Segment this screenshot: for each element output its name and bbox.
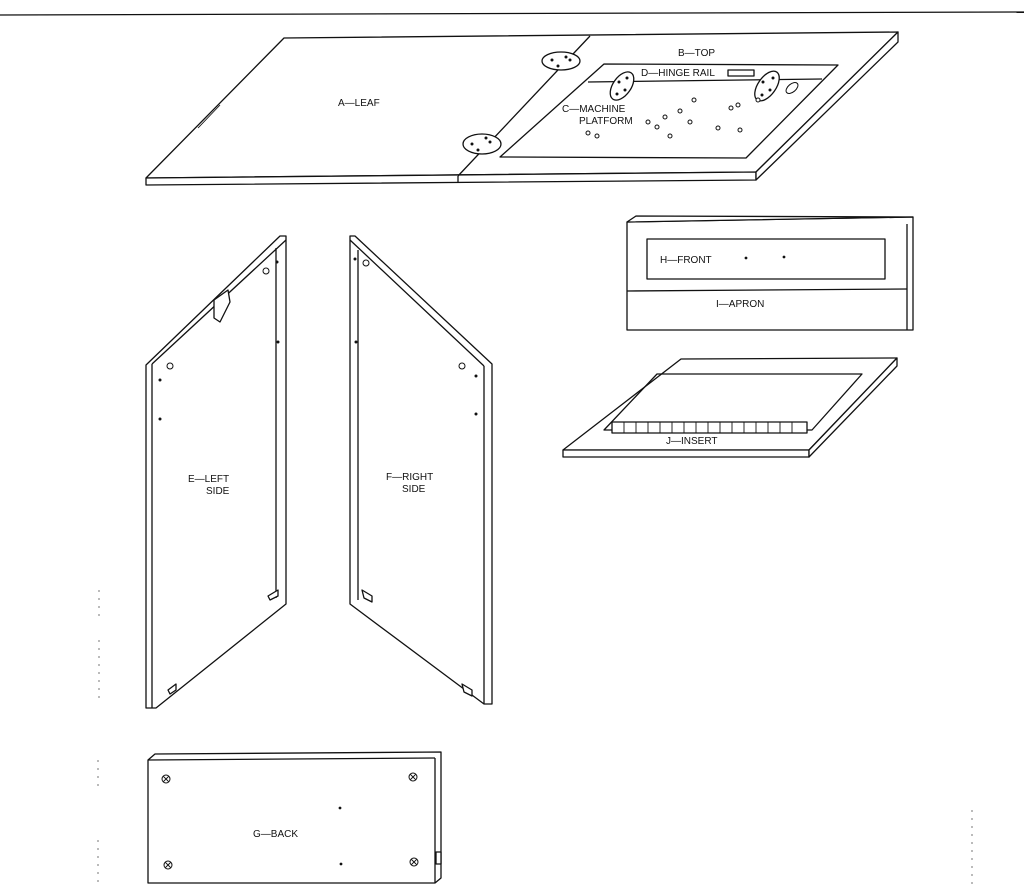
hinge-rail-slot bbox=[785, 82, 799, 94]
insert-top-surface bbox=[562, 357, 898, 451]
label-hinge-rail: D—HINGE RAIL bbox=[641, 68, 715, 79]
label-leaf: A—LEAF bbox=[338, 98, 380, 109]
insert-front-edge bbox=[562, 449, 810, 458]
platform-holes bbox=[585, 97, 761, 139]
left-side-notch-2 bbox=[167, 683, 177, 695]
leaf-guide-line bbox=[197, 104, 221, 129]
panel-right-side: F—RIGHT SIDE bbox=[349, 235, 493, 705]
insert-right-edge bbox=[808, 357, 898, 458]
right-side-notch-1 bbox=[361, 589, 373, 603]
label-right-side-line1: F—RIGHT bbox=[386, 472, 433, 483]
hinge-oval-3 bbox=[609, 71, 635, 101]
label-machine-platform-line1: C—MACHINE bbox=[562, 104, 626, 115]
label-top: B—TOP bbox=[678, 48, 715, 59]
apron-front-face bbox=[626, 216, 914, 331]
insert-ruler-strip bbox=[611, 421, 808, 434]
label-machine-platform-line2: PLATFORM bbox=[579, 116, 633, 127]
hinge-oval-1 bbox=[541, 51, 581, 71]
label-apron: I—APRON bbox=[716, 299, 764, 310]
back-top-edge bbox=[147, 757, 436, 761]
left-side-outline bbox=[145, 235, 287, 709]
label-right-side-line2: SIDE bbox=[402, 484, 426, 495]
back-notch bbox=[435, 851, 442, 865]
panel-front-apron: H—FRONT I—APRON bbox=[626, 215, 914, 331]
top-rule bbox=[0, 11, 1024, 16]
apron-top-edge bbox=[626, 215, 914, 223]
right-side-top-inner bbox=[349, 239, 485, 367]
label-left-side-line2: SIDE bbox=[206, 486, 230, 497]
back-screw-holes bbox=[161, 772, 419, 870]
left-side-notch-1 bbox=[267, 589, 279, 601]
panel-left-side: E—LEFT SIDE bbox=[145, 235, 287, 709]
label-insert: J—INSERT bbox=[666, 436, 718, 447]
right-side-outline bbox=[349, 235, 493, 705]
top-right-edge bbox=[755, 31, 899, 181]
label-back: G—BACK bbox=[253, 829, 298, 840]
scan-marks bbox=[97, 590, 973, 884]
front-apron-divider bbox=[626, 288, 908, 292]
hinge-rail-bar bbox=[727, 69, 755, 77]
left-side-bracket bbox=[213, 289, 231, 323]
top-surface bbox=[145, 31, 899, 179]
label-left-side-line1: E—LEFT bbox=[188, 474, 229, 485]
panel-back: G—BACK bbox=[147, 751, 442, 884]
label-front: H—FRONT bbox=[660, 255, 712, 266]
hinge-oval-2 bbox=[462, 133, 502, 155]
back-outline bbox=[147, 751, 442, 884]
machine-platform-cutout bbox=[499, 63, 839, 159]
panel-insert: J—INSERT bbox=[562, 357, 898, 458]
panel-leaf-and-top: A—LEAF B—TOP D—HINGE RAIL C—MACHINE PLAT… bbox=[145, 31, 899, 186]
front-panel-opening bbox=[646, 238, 886, 280]
insert-ruler-ticks bbox=[623, 422, 793, 433]
right-side-notch-2 bbox=[461, 683, 473, 697]
